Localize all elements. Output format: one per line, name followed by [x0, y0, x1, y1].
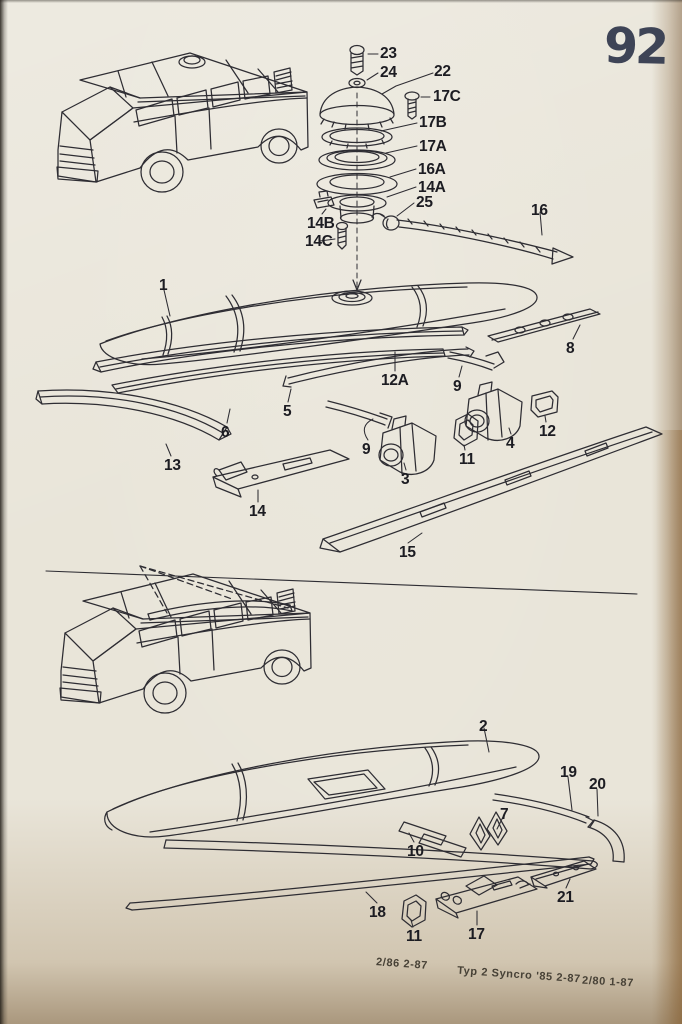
part-label-7: 7	[500, 806, 509, 823]
part-label-17A: 17A	[419, 138, 447, 155]
part-label-11-bottom: 11	[406, 928, 422, 945]
part-label-19: 19	[560, 764, 577, 781]
top-van-illustration	[56, 52, 309, 193]
part-label-17C: 17C	[433, 88, 461, 105]
part-label-6: 6	[221, 424, 230, 441]
part-label-16A: 16A	[418, 161, 446, 178]
part-label-17B: 17B	[419, 114, 447, 131]
part-label-24: 24	[380, 64, 397, 81]
callout-leader-lines	[163, 53, 599, 928]
page-number: 92	[603, 17, 667, 76]
page-edge-left-shadow	[0, 0, 8, 1024]
part-label-17: 17	[468, 926, 485, 943]
part-label-4: 4	[506, 435, 515, 452]
part-label-14: 14	[249, 503, 266, 520]
part-label-2: 2	[479, 718, 488, 735]
part-label-9-right: 9	[453, 378, 462, 395]
section-divider-line	[45, 570, 638, 595]
part-label-15: 15	[399, 544, 416, 561]
bottom-van-illustration	[59, 565, 312, 714]
part-label-10: 10	[407, 843, 424, 860]
part-label-12: 12	[539, 423, 556, 440]
part-label-13: 13	[164, 457, 181, 474]
part-label-21: 21	[557, 889, 574, 906]
part-label-14A: 14A	[418, 179, 446, 196]
roof-panel-assembly	[35, 218, 663, 553]
part-label-12A: 12A	[381, 372, 409, 389]
part-label-14B: 14B	[307, 215, 335, 232]
part-label-11-top: 11	[459, 451, 475, 468]
part-label-23: 23	[380, 45, 397, 62]
part-label-22: 22	[434, 63, 451, 80]
part-label-5: 5	[283, 403, 292, 420]
page-edge-top-shadow	[0, 0, 682, 3]
part-label-25: 25	[416, 194, 433, 211]
roof-vent-exploded-view	[313, 44, 420, 291]
page-edge-right-shadow	[656, 430, 682, 1024]
part-label-9-left: 9	[362, 441, 371, 458]
part-label-14C: 14C	[305, 233, 333, 250]
part-label-3: 3	[401, 471, 410, 488]
part-label-8: 8	[566, 340, 575, 357]
part-label-18: 18	[369, 904, 386, 921]
sunroof-panel-assembly	[104, 740, 625, 928]
part-label-20: 20	[589, 776, 606, 793]
part-label-1: 1	[159, 277, 168, 294]
part-label-16: 16	[531, 202, 548, 219]
